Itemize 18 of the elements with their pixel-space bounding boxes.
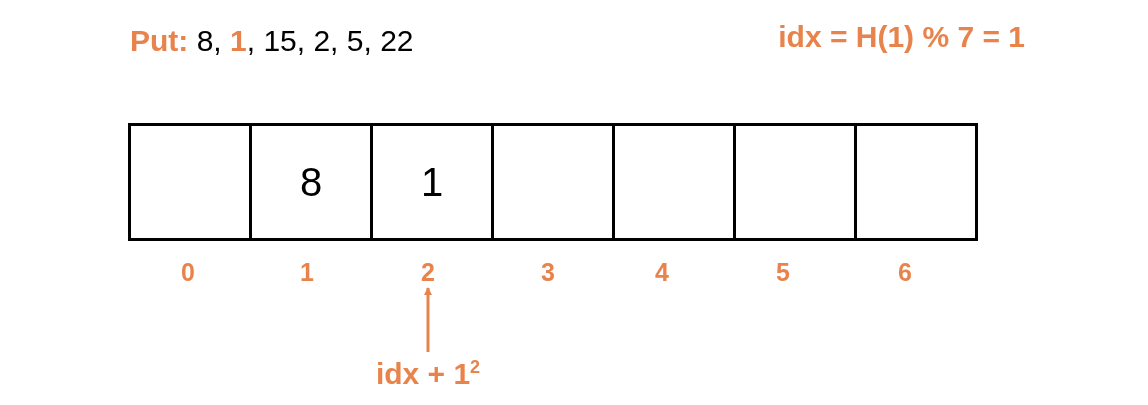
index-number: 3 <box>528 256 568 288</box>
array-cell: 1 <box>370 123 494 241</box>
index-number: 0 <box>168 256 208 288</box>
index-number: 5 <box>763 256 803 288</box>
index-number: 4 <box>642 256 682 288</box>
array-cell <box>128 123 252 241</box>
input-sequence: Put: 8, 1, 15, 2, 5, 22 <box>130 24 414 58</box>
hash-formula: idx = H(1) % 7 = 1 <box>778 20 1025 54</box>
index-number: 6 <box>885 256 925 288</box>
array-cell <box>491 123 615 241</box>
array-cell: 8 <box>249 123 373 241</box>
array-cell <box>733 123 857 241</box>
index-number: 1 <box>287 256 327 288</box>
arrow <box>424 287 432 352</box>
index-number: 2 <box>408 256 448 288</box>
array-cell <box>612 123 736 241</box>
array-cell <box>854 123 978 241</box>
probe-label: idx + 1$^{2}$ <box>338 352 518 396</box>
